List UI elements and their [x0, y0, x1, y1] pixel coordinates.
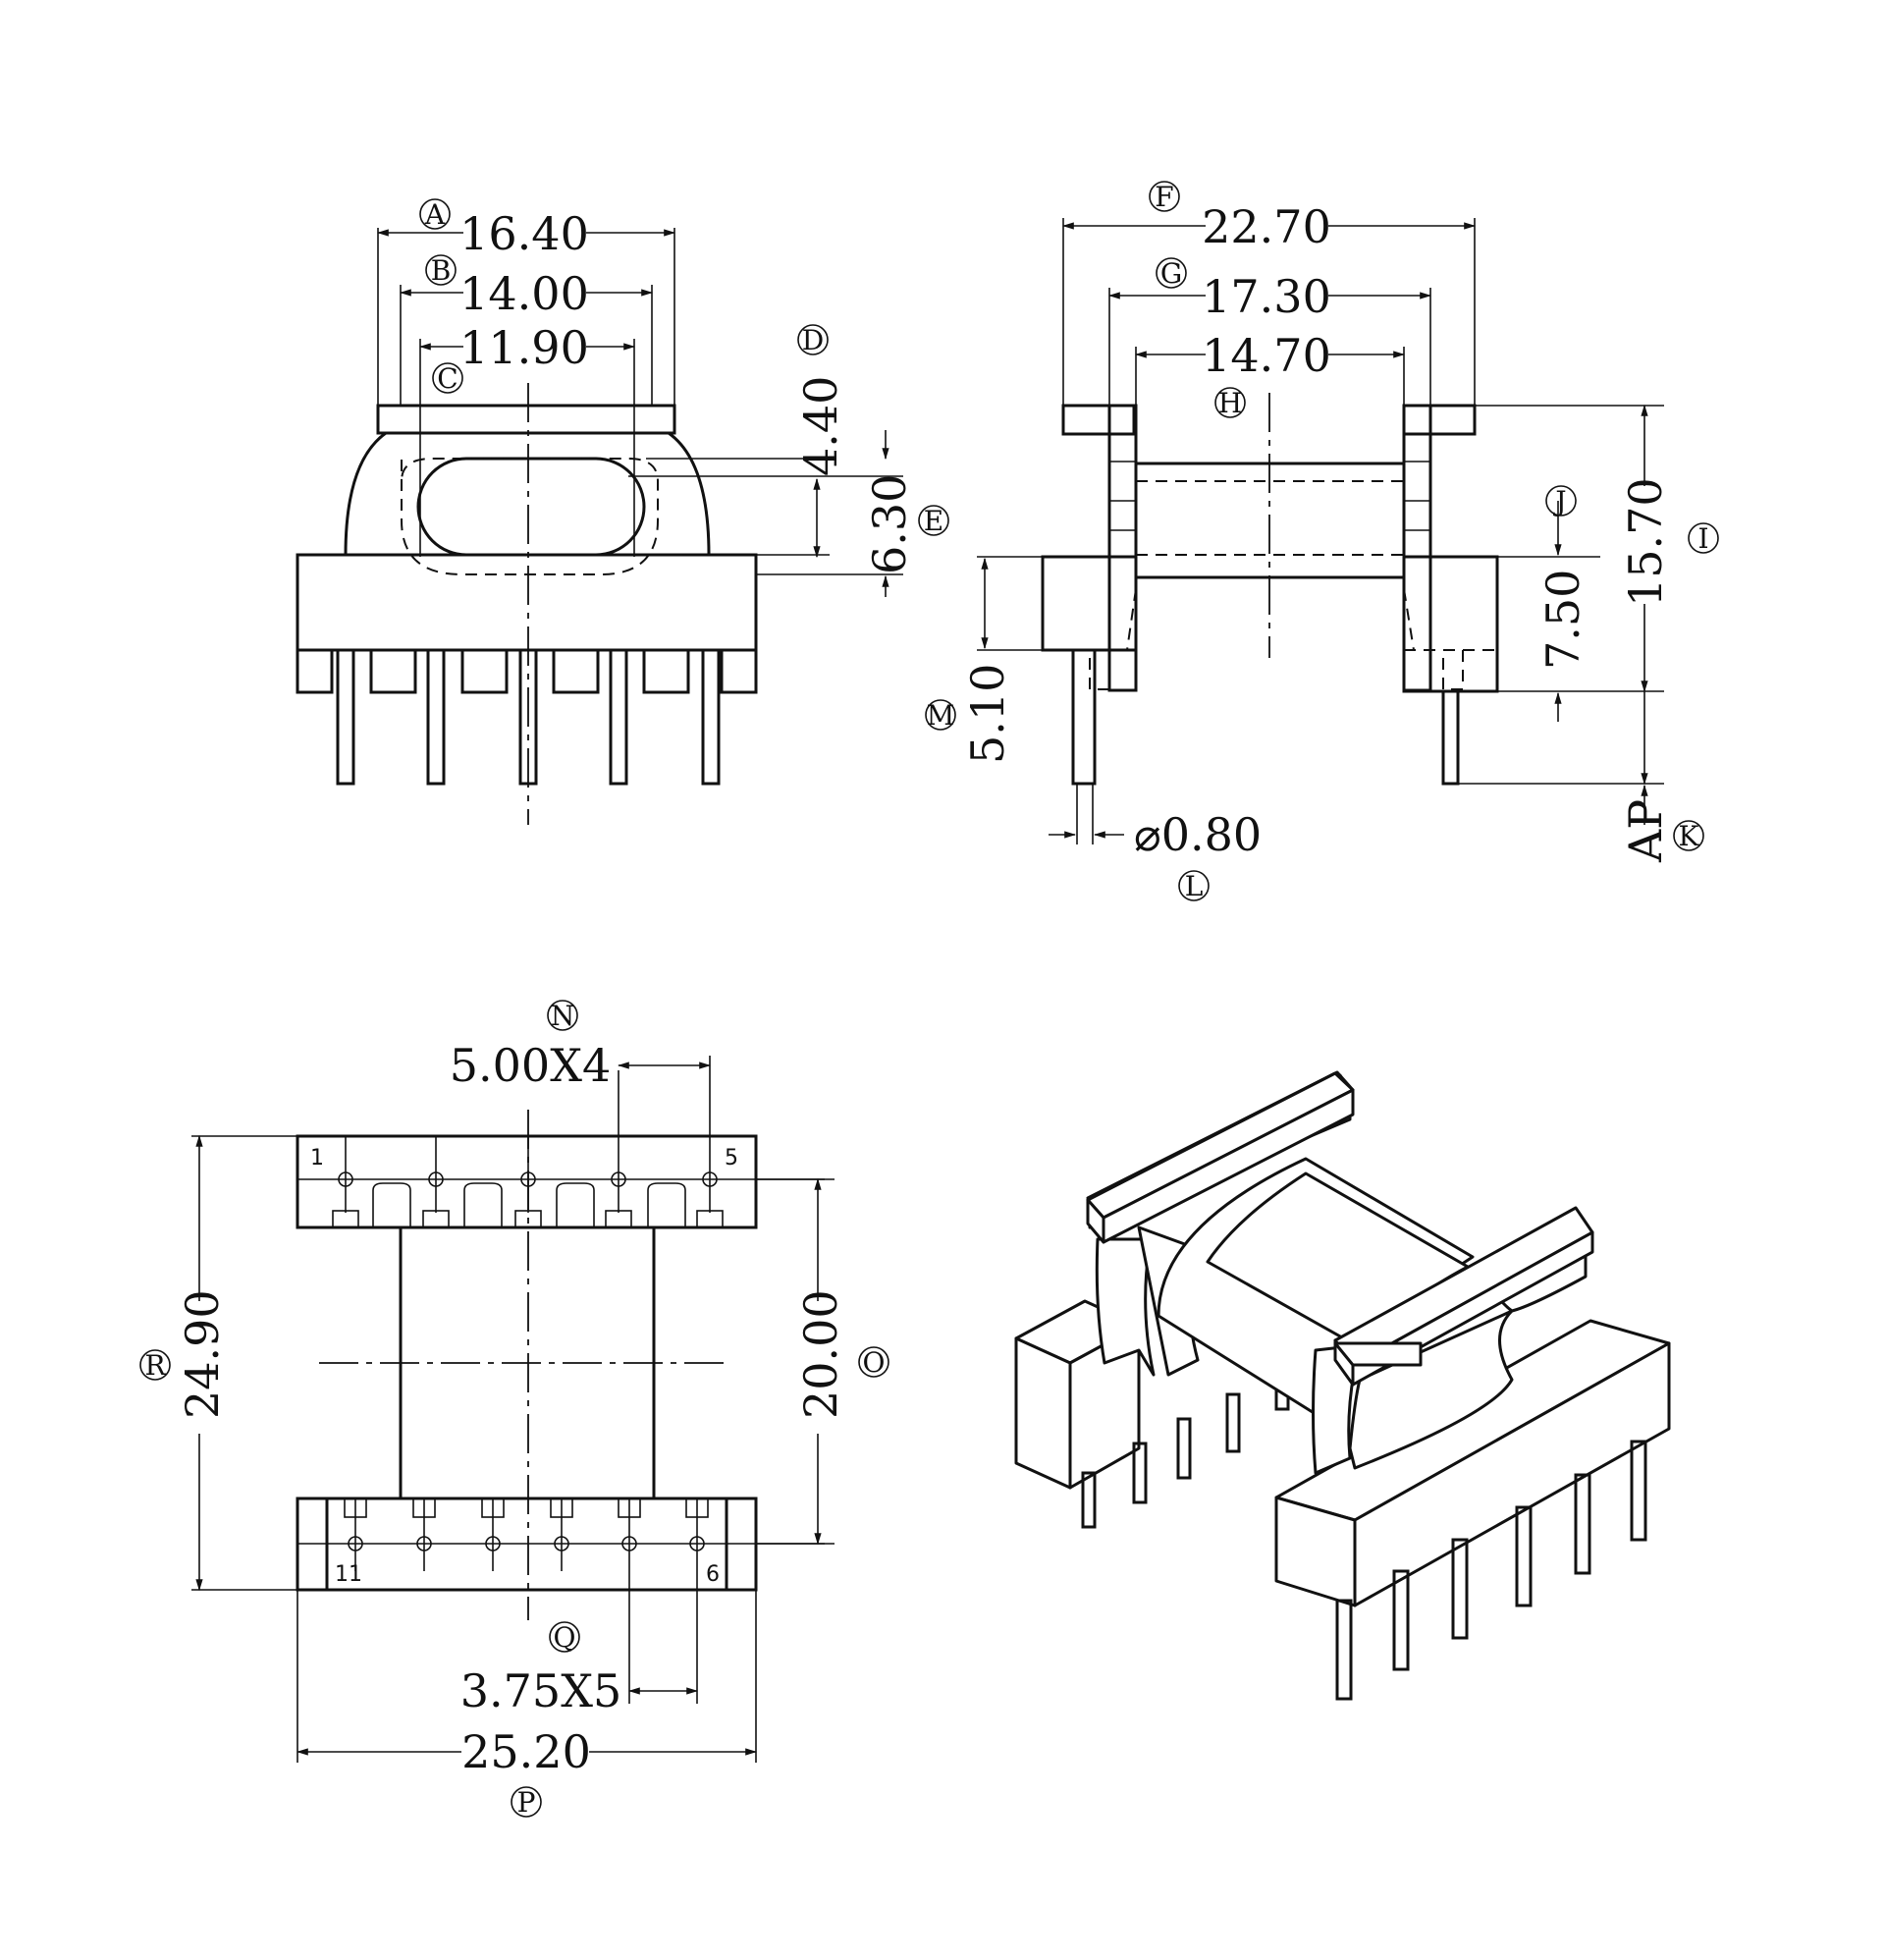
- svg-text:K: K: [1679, 820, 1700, 852]
- label-h: H: [1214, 387, 1246, 419]
- side-view: 22.70 F 17.30 G 14.70 H 15.70 I 7.50 J A: [925, 181, 1719, 902]
- label-e: E: [918, 505, 949, 537]
- dim-c-value: 11.90: [459, 321, 589, 374]
- dim-n-value: 5.00X4: [450, 1039, 611, 1092]
- label-m: M: [925, 699, 956, 732]
- svg-text:R: R: [144, 1349, 166, 1382]
- label-p: P: [511, 1786, 542, 1819]
- dim-i-value: 15.70: [1619, 477, 1672, 607]
- svg-text:L: L: [1185, 870, 1204, 902]
- dim-p-value: 25.20: [461, 1725, 591, 1778]
- dim-h-value: 14.70: [1202, 329, 1331, 382]
- isometric-view: [1014, 1070, 1671, 1701]
- svg-text:O: O: [863, 1346, 886, 1379]
- svg-text:E: E: [924, 505, 943, 537]
- label-i: I: [1688, 522, 1719, 555]
- svg-text:A: A: [424, 198, 446, 231]
- svg-text:F: F: [1155, 181, 1173, 213]
- pin-number-6: 6: [706, 1562, 720, 1587]
- bottom-view: 1 5 11 6 5.00X4 N 24.90 R 20.00 O 3.75X5…: [139, 1000, 889, 1819]
- dim-q-value: 3.75X5: [460, 1664, 621, 1717]
- dim-f-value: 22.70: [1202, 200, 1331, 253]
- dim-l-value: ⌀0.80: [1134, 808, 1262, 861]
- dim-e-value: 6.30: [863, 474, 916, 574]
- label-g: G: [1156, 257, 1187, 290]
- front-view: 16.40 A 14.00 B 11.90 C 4.40 D 6.30 E: [296, 198, 949, 825]
- pin-number-11: 11: [335, 1562, 362, 1587]
- svg-text:J: J: [1552, 485, 1566, 517]
- dim-g-value: 17.30: [1202, 270, 1331, 323]
- svg-text:P: P: [517, 1786, 536, 1819]
- svg-text:M: M: [927, 699, 955, 732]
- dim-j-value: 7.50: [1536, 570, 1589, 670]
- top-pin-row: [297, 1056, 825, 1228]
- pin-number-5: 5: [725, 1146, 738, 1171]
- dim-b-value: 14.00: [459, 267, 589, 320]
- svg-text:I: I: [1697, 522, 1708, 555]
- label-q: Q: [549, 1621, 580, 1654]
- bottom-pin-row: [297, 1497, 825, 1704]
- svg-text:C: C: [437, 362, 458, 395]
- label-b: B: [425, 254, 457, 287]
- svg-text:N: N: [551, 1000, 575, 1032]
- pin-number-1: 1: [310, 1146, 324, 1171]
- label-f: F: [1149, 181, 1180, 213]
- label-d: D: [797, 324, 829, 356]
- dim-m-value: 5.10: [961, 664, 1014, 764]
- label-c: C: [432, 362, 463, 395]
- dim-r-value: 24.90: [176, 1289, 229, 1419]
- dim-d-value: 4.40: [794, 376, 847, 476]
- svg-text:G: G: [1160, 257, 1182, 290]
- label-n: N: [547, 1000, 578, 1032]
- label-o: O: [858, 1346, 889, 1379]
- dim-k-value: AP: [1619, 799, 1672, 863]
- dim-o-value: 20.00: [794, 1289, 847, 1419]
- svg-text:B: B: [431, 254, 452, 287]
- svg-text:D: D: [802, 324, 824, 356]
- svg-text:Q: Q: [554, 1621, 576, 1654]
- label-k: K: [1673, 820, 1704, 852]
- label-a: A: [419, 198, 451, 231]
- svg-text:H: H: [1218, 387, 1242, 419]
- label-j: J: [1545, 485, 1577, 517]
- label-l: L: [1178, 870, 1210, 902]
- dim-a-value: 16.40: [459, 207, 589, 260]
- label-r: R: [139, 1349, 171, 1382]
